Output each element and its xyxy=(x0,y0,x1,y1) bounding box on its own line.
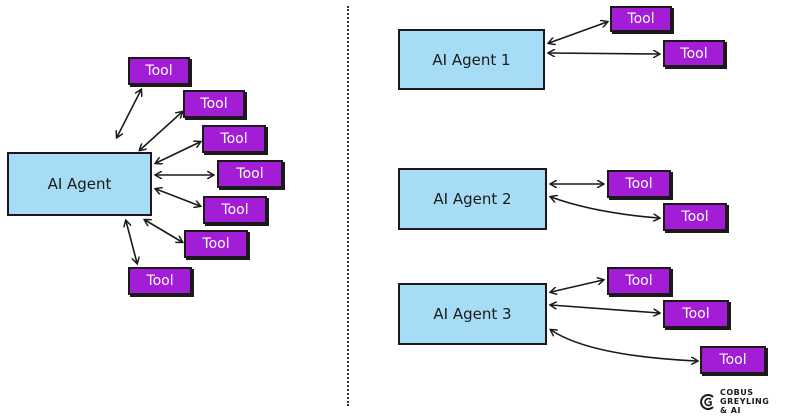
ai-agent-2: AI Agent 2 xyxy=(398,168,547,230)
tool-label: Tool xyxy=(200,96,228,112)
arrow-agent1-tool1 xyxy=(549,22,607,43)
ai-agent-2-label: AI Agent 2 xyxy=(433,190,512,208)
agent2-tool-2: Tool xyxy=(663,203,727,231)
tool-label: Tool xyxy=(220,131,248,147)
left-tool-2: Tool xyxy=(183,90,245,118)
ai-agent-hub: AI Agent xyxy=(7,152,152,216)
section-divider xyxy=(347,6,349,406)
tool-label: Tool xyxy=(625,273,653,289)
cg-logo-icon xyxy=(700,393,714,410)
ai-agent-1-label: AI Agent 1 xyxy=(432,50,511,69)
brand-name: COBUS GREYLING & AI xyxy=(720,388,770,415)
tool-label: Tool xyxy=(145,63,173,79)
arrow-left-7 xyxy=(126,221,137,263)
left-tool-3: Tool xyxy=(202,125,266,153)
ai-agent-3-label: AI Agent 3 xyxy=(433,305,512,323)
tool-label: Tool xyxy=(719,352,747,368)
agent3-tool-1: Tool xyxy=(607,267,671,295)
tool-label: Tool xyxy=(625,176,653,192)
agent1-tool-1: Tool xyxy=(610,6,672,32)
tool-label: Tool xyxy=(627,11,655,27)
left-tool-6: Tool xyxy=(184,230,248,258)
arrow-agent3-tool1 xyxy=(551,280,603,292)
agent3-tool-2: Tool xyxy=(663,300,729,328)
arrow-left-2 xyxy=(140,112,182,150)
arrow-agent3-tool3 xyxy=(551,330,697,361)
arrow-agent1-tool2 xyxy=(549,53,659,54)
ai-agent-label: AI Agent xyxy=(47,175,112,193)
left-tool-4: Tool xyxy=(217,160,283,188)
arrow-left-1 xyxy=(117,90,141,137)
tool-label: Tool xyxy=(202,236,230,252)
arrow-left-3 xyxy=(156,142,200,163)
left-tool-7: Tool xyxy=(128,267,192,295)
left-tool-5: Tool xyxy=(203,196,267,224)
agent1-tool-2: Tool xyxy=(663,40,725,67)
agent3-tool-3: Tool xyxy=(700,346,766,374)
tool-label: Tool xyxy=(682,306,710,322)
tool-label: Tool xyxy=(236,166,264,182)
arrow-agent3-tool2 xyxy=(551,305,659,313)
tool-label: Tool xyxy=(146,273,174,289)
tool-label: Tool xyxy=(681,209,709,225)
arrow-left-5 xyxy=(156,189,200,206)
left-tool-1: Tool xyxy=(128,57,190,85)
arrow-left-6 xyxy=(145,220,182,242)
ai-agent-3: AI Agent 3 xyxy=(398,283,547,345)
arrow-agent2-tool2 xyxy=(551,197,659,218)
brand-logo: COBUS GREYLING & AI xyxy=(700,388,800,415)
tool-label: Tool xyxy=(221,202,249,218)
tool-label: Tool xyxy=(680,45,708,62)
agent2-tool-1: Tool xyxy=(607,170,671,198)
ai-agent-1: AI Agent 1 xyxy=(398,29,545,90)
